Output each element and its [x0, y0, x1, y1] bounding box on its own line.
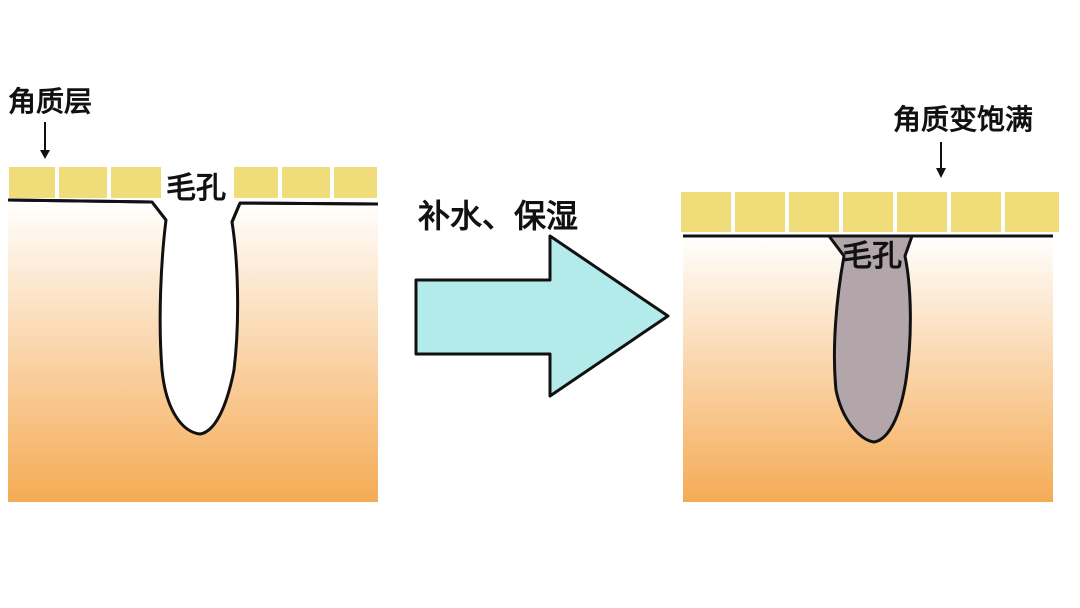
right-pore-label: 毛孔 [842, 239, 902, 274]
left-top-label: 角质层 [8, 85, 93, 118]
right-corneum-layer [679, 190, 1061, 234]
left-pore-label: 毛孔 [166, 171, 226, 206]
left-pore [7, 198, 379, 436]
arrow-label: 补水、保湿 [418, 197, 579, 235]
right-pointer-arrow [936, 142, 946, 178]
right-top-label: 角质变饱满 [893, 103, 1034, 136]
transition-arrow [414, 234, 670, 398]
right-pore [827, 234, 914, 444]
left-pointer-arrow [40, 122, 50, 159]
